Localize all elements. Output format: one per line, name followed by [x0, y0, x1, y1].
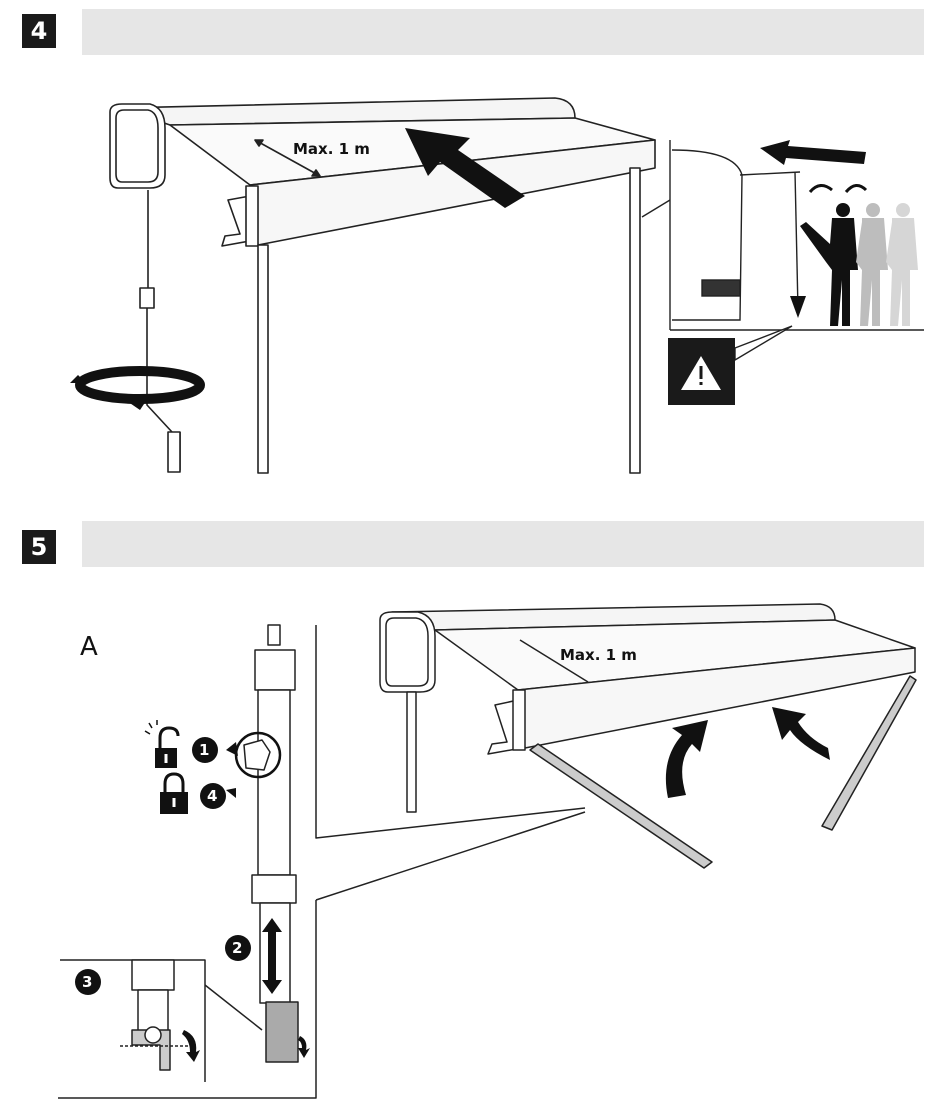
unlock-icon — [145, 720, 178, 768]
detail-frame — [58, 625, 585, 1098]
slanted-leg-left — [530, 744, 712, 868]
rotate-arrow-icon — [226, 742, 238, 798]
step-5-max-distance-label: Max. 1 m — [560, 646, 637, 664]
lift-arrow-right — [772, 707, 830, 760]
callout-3-label: 3 — [82, 973, 92, 991]
callout-4-label: 4 — [207, 787, 217, 805]
lock-icon — [160, 774, 188, 814]
detail-a-label: A — [80, 632, 98, 662]
foot-plate — [266, 1002, 298, 1062]
callout-2-label: 2 — [232, 939, 242, 957]
lift-arrow-left — [666, 720, 708, 798]
callout-1-label: 1 — [199, 741, 209, 759]
slanted-leg-right — [822, 676, 916, 830]
